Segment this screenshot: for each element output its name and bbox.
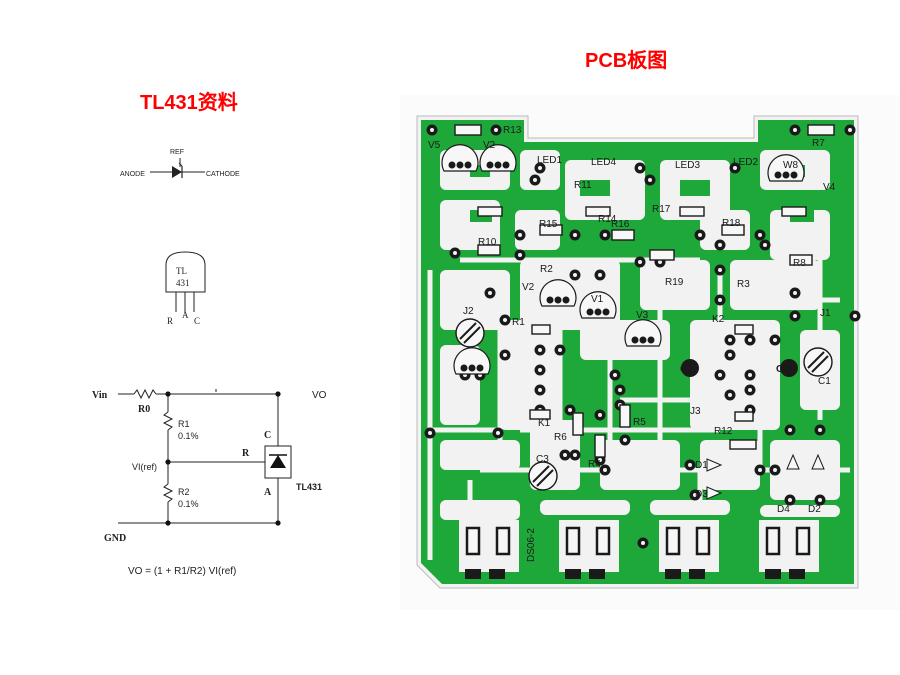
pcb-label: LED2 [733,157,758,168]
pcb-label: LED4 [591,157,616,168]
pcb-label: R7 [812,138,825,149]
cathode-label: CATHODE [206,171,240,178]
pcb-label: DS06-2 [526,528,537,562]
r-pin-label: R [242,448,250,459]
vo-label: VO [312,390,327,401]
r2-label: R2 [178,487,190,497]
pcb-label: R8 [793,258,806,269]
pcb-label: J2 [463,306,474,317]
ref-label: REF [170,149,184,156]
r1-label: R1 [178,419,190,429]
pcb-label: C1 [818,376,831,387]
vin-label: Vin [92,390,108,401]
pcb-label: R3 [737,279,750,290]
pcb-label: J3 [690,406,701,417]
pcb-label: LED3 [675,160,700,171]
r2-tolerance: 0.1% [178,499,199,509]
r0-label: R0 [138,404,150,415]
pcb-label: D1 [695,460,708,471]
pin-c: C [194,316,200,326]
tl431-title: TL431资料 [140,92,238,114]
c-pin-label: C [264,430,271,441]
pcb-label: C3 [536,454,549,465]
pcb-label: V5 [428,140,441,151]
pcb-label: D2 [808,504,821,515]
pcb-label: D3 [695,489,708,500]
tl431-symbol: REF ANODE CATHODE [120,149,240,178]
anode-label: ANODE [120,171,145,178]
pcb-label: V3 [636,310,649,321]
pcb-label: LED1 [537,155,562,166]
a-pin-label: A [264,487,272,498]
pcb-label: R10 [478,237,497,248]
package-text-2: 431 [176,278,190,288]
pcb-label: R19 [665,277,684,288]
pcb-label: J1 [820,308,831,319]
pin-r: R [167,316,173,326]
output-formula: VO = (1 + R1/R2) VI(ref) [128,566,236,577]
pcb-label: R15 [539,219,558,230]
pcb-label: V1 [591,294,604,305]
pcb-label: R12 [714,426,733,437]
tl431-circuit-symbol [165,391,287,526]
pcb-label: R2 [540,264,553,275]
r1-tolerance: 0.1% [178,431,199,441]
pcb-label: R18 [722,218,741,229]
pcb-label: Out [680,364,698,375]
pcb-label: W8 [783,160,798,171]
tl431-part-label: TL431 [296,482,322,492]
pcb-label: K1 [538,418,551,429]
pcb-label: V2 [483,140,496,151]
pcb-label: R4 [588,459,601,470]
pcb-label: Out [776,364,794,375]
pcb-label: R16 [611,219,630,230]
pcb-label: R1 [512,317,525,328]
pcb-label: R13 [503,125,522,136]
pcb-label: V4 [823,182,836,193]
pcb-label: R11 [574,180,592,191]
pcb-label: V2 [522,282,535,293]
pcb-label: R17 [652,204,671,215]
pcb-label: R6 [554,432,567,443]
package-text-1: TL [176,266,187,276]
pcb-title: PCB板图 [585,50,668,72]
pcb-label: D4 [777,504,790,515]
vref-label: VI(ref) [132,462,157,472]
pin-a: A [182,310,189,320]
pcb-label: R14 [598,214,617,225]
gnd-label: GND [104,533,126,544]
tl431-package: TL 431 R A C [165,251,206,326]
pcb-label: K2 [712,314,725,325]
pcb-label: R5 [633,417,646,428]
